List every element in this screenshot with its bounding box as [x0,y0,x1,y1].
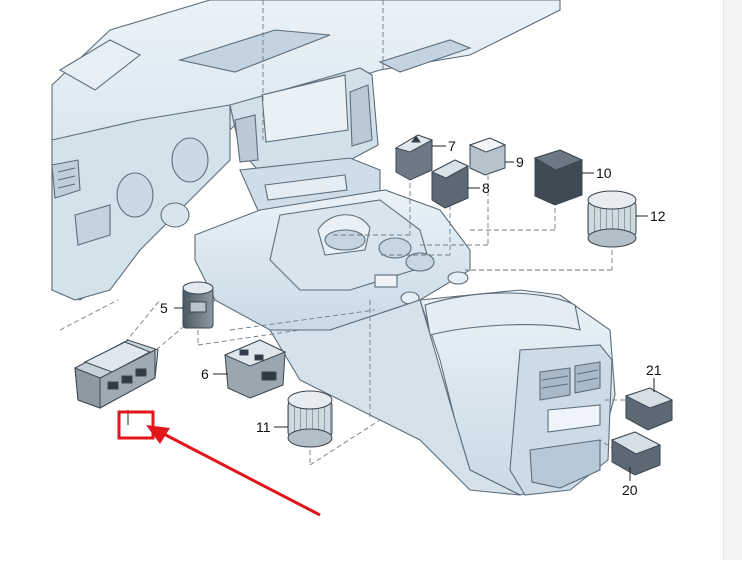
part-7-illustration [394,134,434,181]
part-8-illustration [430,159,470,209]
scrollbar[interactable] [723,0,742,560]
part-9-illustration [468,137,507,176]
part-10-illustration [533,149,584,206]
red-annotation [117,410,321,517]
part-label-20: 20 [622,482,638,498]
part-12-illustration [587,190,637,248]
part-label-8: 8 [482,180,490,196]
leader-lines [59,0,625,466]
dashboard-illustration [51,0,561,301]
part-number-labels: 5 6 7 8 9 10 11 12 20 21 [160,138,666,498]
part-label-5: 5 [160,300,168,316]
part-switch-block-left [74,339,159,409]
part-label-12: 12 [650,208,666,224]
part-5-illustration [182,281,214,329]
part-label-21: 21 [646,362,662,378]
center-console-illustration [194,189,616,496]
part-11-illustration [287,390,333,448]
callout-leaders [127,145,655,481]
part-label-11: 11 [256,419,271,435]
part-6-illustration [223,339,287,399]
part-label-7: 7 [448,138,456,154]
part-label-9: 9 [516,154,524,170]
part-21-illustration [624,387,674,431]
red-arrow-head [146,425,170,444]
red-highlight-box [117,410,155,440]
part-label-6: 6 [201,366,209,382]
part-label-10: 10 [596,165,612,181]
red-arrow-shaft [159,430,321,517]
part-20-illustration [610,431,662,476]
